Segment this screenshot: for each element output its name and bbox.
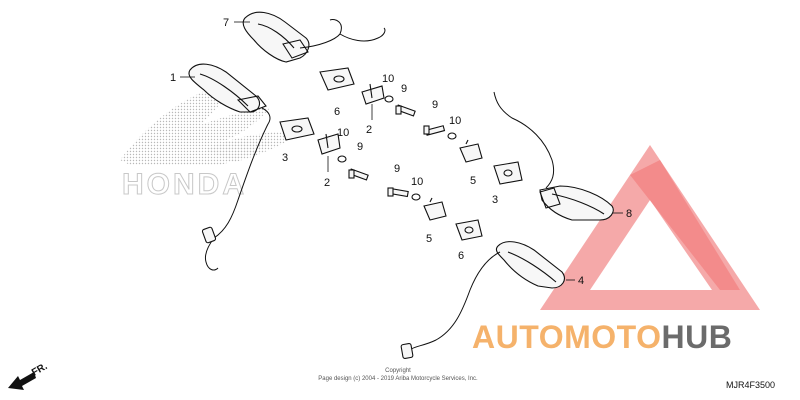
bracket-part-2-upper: [361, 83, 385, 105]
callout-8: 8: [626, 208, 632, 220]
callout-6-top: 6: [334, 106, 340, 118]
grommet-part-6-top: [319, 67, 355, 91]
callout-9-upper: 9: [401, 83, 407, 95]
washer-part-10-midright: [447, 132, 457, 140]
front-direction-indicator: FR.: [8, 361, 50, 390]
turn-signal-part-8: [493, 91, 614, 221]
callout-5-upper: 5: [470, 175, 476, 187]
connector-part-5-lower: [423, 197, 447, 221]
bracket-part-2-lower: [317, 133, 341, 155]
bolt-part-9-lower: [387, 187, 409, 198]
bolt-part-9-upper: [395, 104, 416, 117]
callout-1: 1: [170, 72, 176, 84]
callout-10-upper: 10: [382, 73, 394, 85]
copyright-line-2: Page design (c) 2004 - 2019 Ariba Motorc…: [318, 376, 478, 382]
washer-part-10-upper: [384, 95, 394, 103]
callout-2-upper: 2: [366, 124, 372, 136]
bolt-part-9-midright: [423, 125, 446, 136]
copyright-line-1: Copyright: [385, 368, 411, 374]
callout-4: 4: [578, 275, 584, 287]
callout-7: 7: [223, 17, 229, 29]
diagram-part-code: MJR4F3500: [726, 380, 775, 390]
washer-part-10-lower: [411, 193, 421, 201]
honda-wing-logo: [120, 80, 300, 165]
callout-9-midleft: 9: [357, 141, 363, 153]
connector-part-5-upper: [459, 139, 483, 163]
washer-part-10-midleft: [337, 155, 347, 163]
callout-5-lower: 5: [426, 233, 432, 245]
grommet-part-3-right: [493, 161, 523, 185]
bolt-part-9-midleft: [348, 168, 369, 181]
callout-3-right: 3: [492, 194, 498, 206]
watermark-text-dark: HUB: [661, 319, 732, 355]
honda-wordmark: HONDA: [122, 168, 247, 201]
watermark-triangle: [540, 145, 760, 310]
turn-signal-part-4: [400, 241, 565, 359]
callout-10-midright: 10: [449, 115, 461, 127]
turn-signal-part-7: [242, 11, 386, 63]
callout-9-midright: 9: [432, 99, 438, 111]
callout-6-lower: 6: [458, 250, 464, 262]
direction-label: FR.: [30, 361, 50, 379]
svg-text:AUTOMOTOHUB: AUTOMOTOHUB: [472, 319, 732, 355]
callout-2-lower: 2: [324, 177, 330, 189]
grommet-part-6-lower: [455, 219, 483, 241]
callout-3-left: 3: [282, 152, 288, 164]
callout-10-midleft: 10: [337, 127, 349, 139]
callout-9-lower: 9: [394, 163, 400, 175]
grommet-part-3-left: [279, 117, 315, 141]
callout-10-lower: 10: [411, 176, 423, 188]
watermark-text-orange: AUTOMOTO: [472, 319, 661, 355]
turn-signal-part-1: [188, 63, 271, 271]
